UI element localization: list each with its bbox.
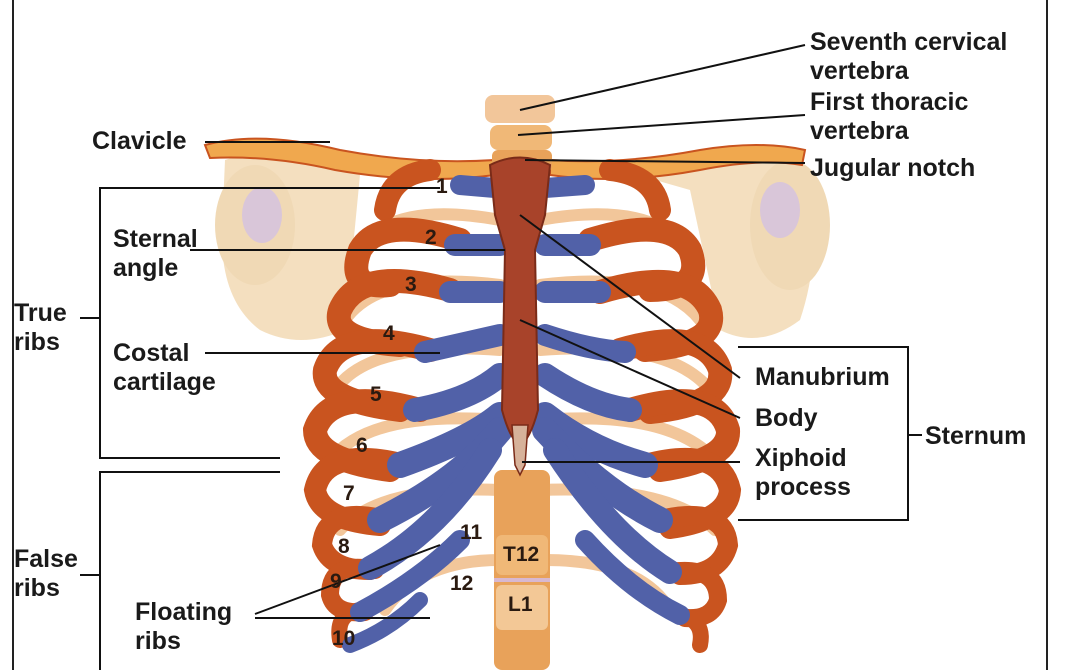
rib-number-7: 7 [343,482,355,505]
sternum-label: Sternum [925,422,1027,450]
manubrium-label: Manubrium [755,363,890,391]
anterior-ribs-left [302,159,513,653]
rib-number-8: 8 [338,535,350,558]
vertebra-t12-label: T12 [503,543,540,566]
true-ribs-label: True ribs [14,299,67,356]
rib-number-11: 11 [460,521,483,544]
figure-frame [12,0,1048,670]
body-label: Body [755,404,818,432]
xiphoid-shape [511,424,529,477]
rib-number-1: 1 [436,175,448,198]
clavicle-label: Clavicle [92,127,187,155]
false-ribs-label: False ribs [14,545,78,602]
rib-number-2: 2 [425,226,437,249]
rib-number-4: 4 [383,322,395,345]
sternal-angle-label: Sternal angle [113,225,198,282]
rib-number-5: 5 [370,383,382,406]
seventh-cervical-label: Seventh cervical vertebra [810,28,1008,85]
rib-number-3: 3 [405,273,417,296]
left-humerus-joint [242,187,282,243]
vertebra-l1-label: L1 [508,593,533,616]
right-humerus-joint [760,182,800,238]
first-thoracic-label: First thoracic vertebra [810,88,969,145]
leader-lines [80,44,922,670]
floating-ribs-label: Floating ribs [135,598,233,655]
costal-cartilage-label: Costal cartilage [113,339,216,396]
rib-number-6: 6 [356,434,368,457]
rib-number-10: 10 [332,627,356,650]
sternum-shape [488,156,552,447]
xiphoid-process-label: Xiphoid process [755,444,851,501]
lower-spine [494,470,550,670]
jugular-notch-label: Jugular notch [810,154,976,182]
rib-number-12: 12 [450,572,474,595]
rib-number-9: 9 [330,570,342,593]
